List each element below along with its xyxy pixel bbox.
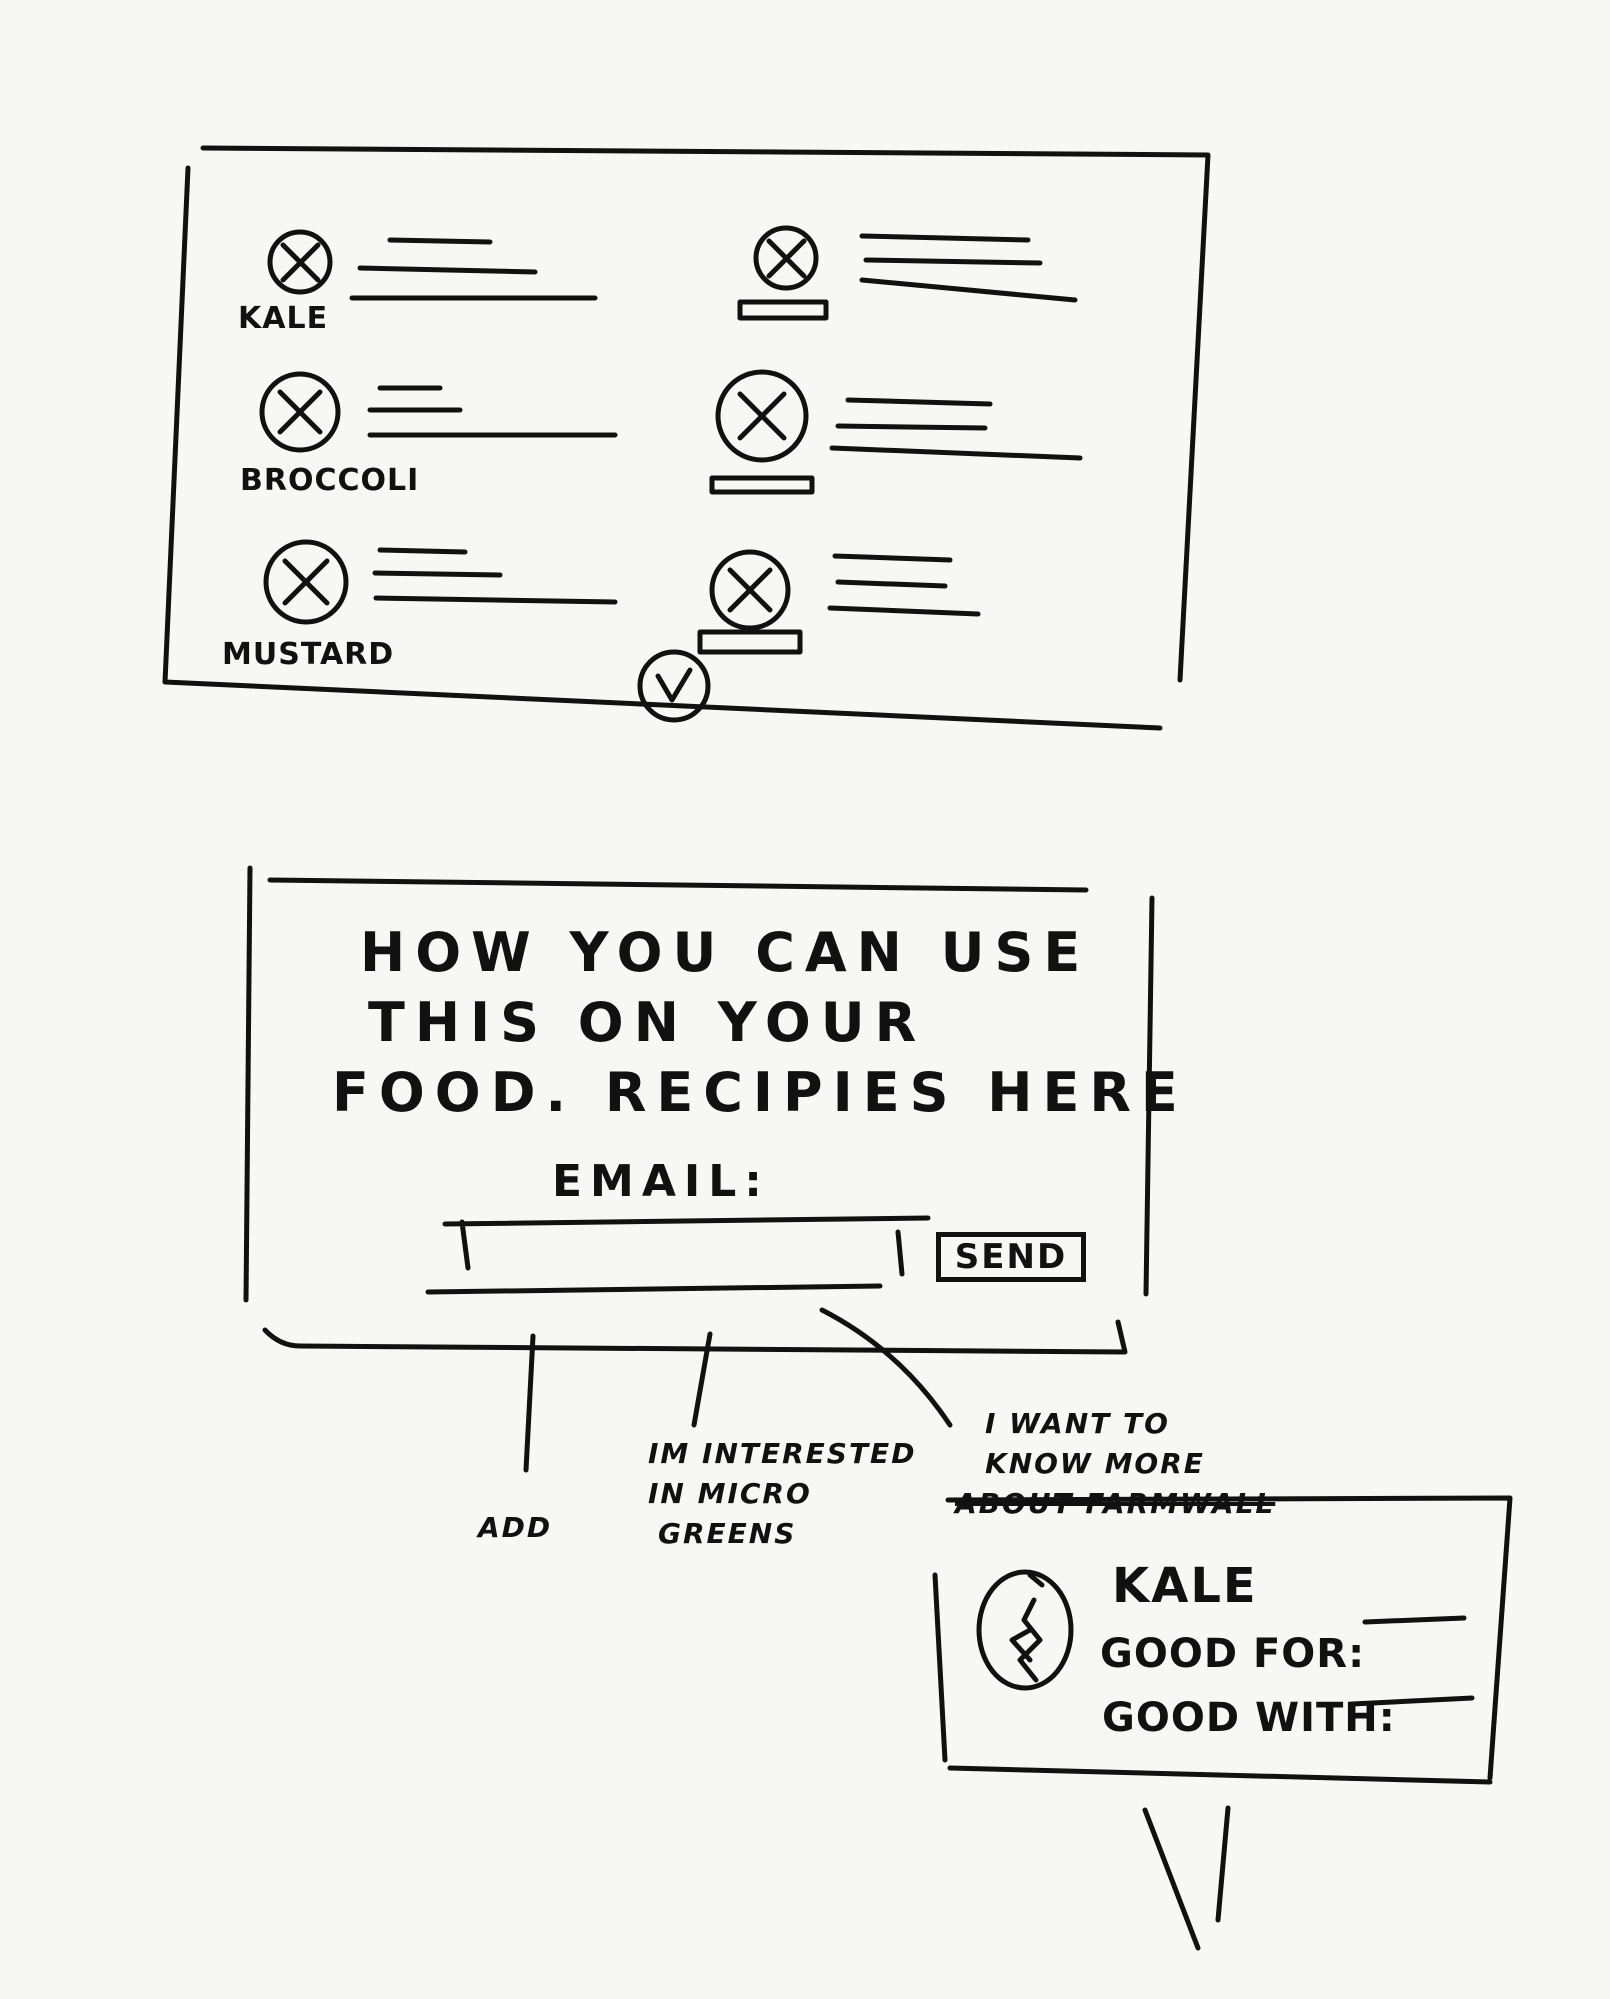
plant-desc-3 — [367, 385, 618, 438]
plant-desc-2 — [859, 233, 1078, 303]
annotation-interested-line-1: IM INTERESTED — [648, 1437, 917, 1470]
plant-item-2[interactable] — [720, 220, 1100, 330]
email-input[interactable] — [470, 1230, 894, 1282]
email-label: EMAIL: — [552, 1156, 770, 1207]
plant-desc-4 — [829, 397, 1083, 461]
plant-label-kale: KALE — [238, 301, 329, 336]
add-leader — [523, 1333, 536, 1473]
good-for-value-line — [1362, 1615, 1467, 1625]
check-button-stroke — [637, 649, 711, 723]
info-headline: HOW YOU CAN USE THIS ON YOUR FOOD. RECIP… — [332, 918, 1188, 1128]
detail-card-title: KALE — [1112, 1558, 1258, 1614]
info-frame — [243, 865, 1155, 1355]
arrow-down-icon — [1142, 1805, 1231, 1951]
plant-label-bar-6 — [697, 629, 803, 655]
annotation-know-more: I WANT TO KNOW MORE ABOUT FARMWALL — [955, 1404, 1275, 1524]
annotation-interested-line-2: IN MICRO — [648, 1477, 812, 1510]
annotation-interested: IM INTERESTED IN MICRO GREENS — [648, 1434, 916, 1554]
plant-desc-1 — [349, 237, 598, 301]
plant-label-broccoli: BROCCOLI — [240, 463, 420, 498]
plant-item-3[interactable] — [220, 368, 620, 498]
plant-item-5[interactable] — [220, 536, 620, 666]
plant-icon-1 — [267, 229, 333, 295]
good-for-label: GOOD FOR: — [1100, 1631, 1366, 1677]
send-button[interactable]: SEND — [936, 1232, 1086, 1282]
plant-desc-6 — [827, 553, 981, 617]
annotation-know-more-line-2: KNOW MORE — [985, 1447, 1205, 1480]
detail-card-frame — [932, 1495, 1513, 1785]
plant-label-mustard: MUSTARD — [222, 637, 395, 672]
interested-leader — [691, 1331, 713, 1428]
good-with-value-line — [1349, 1695, 1475, 1707]
annotation-know-more-line-1: I WANT TO — [985, 1407, 1170, 1440]
kale-avatar-icon — [976, 1569, 1074, 1691]
plant-list-frame — [162, 145, 1211, 731]
annotation-interested-line-3: GREENS — [658, 1517, 797, 1550]
plant-icon-4 — [715, 369, 809, 463]
plant-item-1[interactable] — [220, 220, 620, 340]
plant-item-4[interactable] — [700, 368, 1100, 498]
info-headline-line-1: HOW YOU CAN USE — [360, 921, 1091, 984]
plant-item-6[interactable] — [690, 548, 1090, 658]
plant-icon-5 — [263, 539, 349, 625]
plant-icon-6 — [709, 549, 791, 631]
email-input-lines — [425, 1215, 931, 1295]
good-with-label: GOOD WITH: — [1102, 1695, 1396, 1741]
plant-icon-2 — [753, 225, 819, 291]
info-headline-line-2: THIS ON YOUR — [368, 991, 927, 1054]
plant-icon-3 — [259, 371, 341, 453]
annotation-add: ADD — [478, 1511, 553, 1544]
annotation-know-more-struck: ABOUT FARMWALL — [955, 1487, 1276, 1520]
check-button[interactable] — [636, 650, 712, 722]
plant-label-bar-2 — [737, 299, 829, 321]
info-headline-line-3: FOOD. RECIPIES HERE — [332, 1061, 1188, 1124]
know-more-leader — [819, 1307, 953, 1428]
plant-desc-5 — [372, 547, 618, 605]
plant-label-bar-4 — [709, 475, 815, 495]
